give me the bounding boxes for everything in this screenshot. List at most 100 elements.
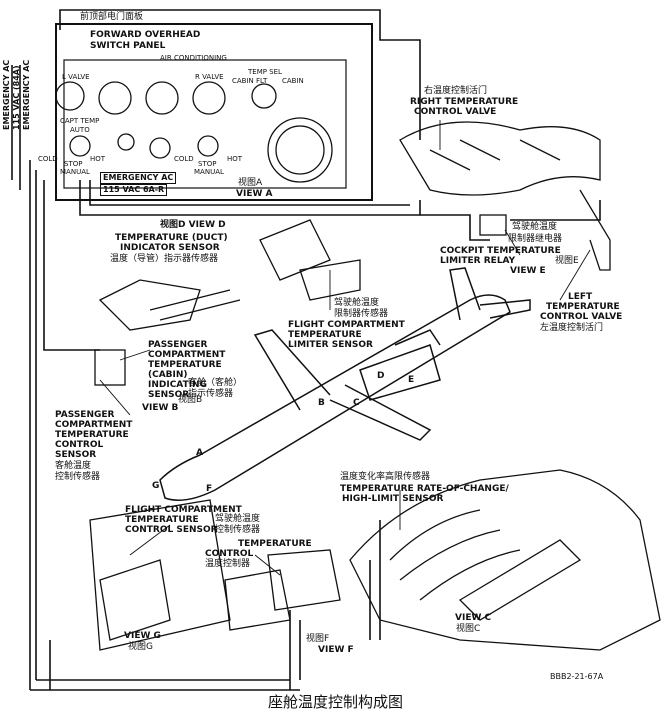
fc-ctrl-cn-1: 驾驶舱温度 [215, 514, 261, 524]
fc-ctrl-1: FLIGHT COMPARTMENT [125, 505, 242, 515]
view-d-drawing [259, 219, 361, 301]
view-g-cn: 视图G [128, 642, 153, 652]
duct-sensor-cn: 温度（导管）指示器传感器 [110, 254, 219, 264]
cockpit-relay-cn-1: 驾驶舱温度 [512, 222, 558, 232]
right-valve-1: RIGHT TEMPERATURE [410, 97, 519, 107]
flight-limiter-1: FLIGHT COMPARTMENT [288, 320, 405, 330]
side-emergency-ac-1: EMERGENCY AC [2, 59, 11, 130]
pass-ctrl-1: PASSENGER [55, 410, 115, 420]
duct-sensor-1: TEMPERATURE (DUCT) [115, 233, 228, 243]
stop-right-label: STOP [198, 160, 217, 168]
pass-ctrl-4: CONTROL [55, 440, 104, 450]
flight-limiter-2: TEMPERATURE [288, 330, 362, 340]
capt-temp-label: CAPT TEMP [60, 117, 100, 125]
view-letter-c: C [353, 398, 360, 408]
left-valve-cn: 左温度控制活门 [540, 323, 604, 333]
flight-limiter-cn-2: 限制器传感器 [334, 309, 389, 319]
right-valve-drawing [399, 121, 611, 271]
pass-ind-cn-2: 指示传感器 [188, 389, 234, 399]
view-c-label: VIEW C [455, 613, 492, 623]
panel-title-2: SWITCH PANEL [90, 41, 166, 51]
fc-ctrl-3: CONTROL SENSOR [125, 525, 218, 535]
view-a-cn: 视图A [238, 178, 263, 188]
temp-sel-label: TEMP SEL [248, 68, 282, 76]
switch-panel [55, 23, 373, 201]
pass-ind-4: (CABIN) [148, 370, 188, 380]
view-b-label: VIEW B [142, 403, 179, 413]
fc-ctrl-cn-2: 控制传感器 [215, 525, 261, 535]
side-emergency-ac-2: EMERGENCY AC [22, 59, 31, 130]
cockpit-relay-2: LIMITER RELAY [440, 256, 516, 266]
left-valve-3: CONTROL VALVE [540, 312, 623, 322]
emergency-ac-label: EMERGENCY AC [100, 172, 177, 184]
stop-left-label: STOP [64, 160, 83, 168]
manual-left-label: MANUAL [60, 168, 90, 176]
auto-label: AUTO [70, 126, 90, 134]
right-valve-cn: 右温度控制活门 [424, 86, 488, 96]
tc-1: TEMPERATURE [238, 539, 312, 549]
pass-ind-1: PASSENGER [148, 340, 208, 350]
leader-lines [99, 120, 591, 576]
rate-1: TEMPERATURE RATE-OF-CHANGE/ [340, 484, 509, 494]
fc-ctrl-2: TEMPERATURE [125, 515, 199, 525]
manual-right-label: MANUAL [194, 168, 224, 176]
panel-title-cn: 前顶部电门面板 [80, 12, 144, 22]
pass-ctrl-3: TEMPERATURE [55, 430, 129, 440]
pass-ctrl-5: SENSOR [55, 450, 97, 460]
rate-2: HIGH-LIMIT SENSOR [342, 494, 444, 504]
panel-title-1: FORWARD OVERHEAD [90, 30, 201, 40]
cockpit-relay-1: COCKPIT TEMPERATURE [440, 246, 561, 256]
view-c-drawing [349, 469, 661, 651]
r-valve-label: R VALVE [195, 73, 224, 81]
view-b-cn: 视图B [178, 395, 203, 405]
airplane-drawing [159, 267, 531, 501]
cold-left-label: COLD [38, 155, 58, 163]
left-valve-1: LEFT [568, 292, 593, 302]
pass-ind-2: COMPARTMENT [148, 350, 226, 360]
hot-right-label: HOT [227, 155, 243, 163]
view-letter-f: F [206, 484, 213, 494]
right-valve-2: CONTROL VALVE [414, 107, 497, 117]
cabin-flt-label: CABIN FLT [232, 77, 268, 85]
pass-ind-3: TEMPERATURE [148, 360, 222, 370]
pass-ind-5: INDICATING [148, 380, 207, 390]
l-valve-label: L VALVE [62, 73, 90, 81]
rate-cn: 温度变化率高限传感器 [340, 472, 431, 482]
tc-2: CONTROL [205, 549, 254, 559]
view-letter-d: D [377, 371, 385, 381]
view-g-label: VIEW G [124, 631, 161, 641]
view-c-cn: 视图C [456, 624, 481, 634]
flight-limiter-cn-1: 驾驶舱温度 [334, 298, 380, 308]
view-letter-e: E [408, 375, 415, 385]
side-vac-1: 115 VAC (84A) [12, 65, 21, 130]
view-g-drawing [89, 499, 231, 651]
view-f-cn: 视图F [306, 634, 330, 644]
view-e-cn: 视图E [555, 256, 579, 266]
view-b-drawing [94, 279, 241, 386]
cold-right-label: COLD [174, 155, 194, 163]
left-valve-2: TEMPERATURE [546, 302, 620, 312]
view-a-label: VIEW A [236, 189, 273, 199]
tc-cn: 温度控制器 [205, 559, 251, 569]
view-e-label: VIEW E [510, 266, 546, 276]
pass-ctrl-cn-1: 客舱温度 [55, 461, 92, 471]
view-f-drawing [224, 549, 341, 631]
view-letter-b: B [318, 398, 325, 408]
view-d-label: 视图D VIEW D [160, 220, 226, 230]
cabin-label: CABIN [282, 77, 304, 85]
cockpit-relay-cn-2: 限制器继电器 [508, 234, 563, 244]
view-f-label: VIEW F [318, 645, 354, 655]
hot-left-label: HOT [90, 155, 106, 163]
figure-code: BBB2-21-67A [550, 672, 604, 681]
pass-ind-6: SENSOR [148, 390, 190, 400]
view-letter-g: G [152, 481, 160, 491]
flight-limiter-3: LIMITER SENSOR [288, 340, 373, 350]
duct-sensor-2: INDICATOR SENSOR [120, 243, 220, 253]
air-conditioning-label: AIR CONDITIONING [160, 54, 227, 62]
figure-caption: 座舱温度控制构成图 [268, 693, 404, 711]
vac-abr-label: 115 VAC 6A-R [100, 184, 168, 196]
view-letter-a: A [196, 448, 203, 458]
pass-ctrl-cn-2: 控制传感器 [55, 472, 101, 482]
